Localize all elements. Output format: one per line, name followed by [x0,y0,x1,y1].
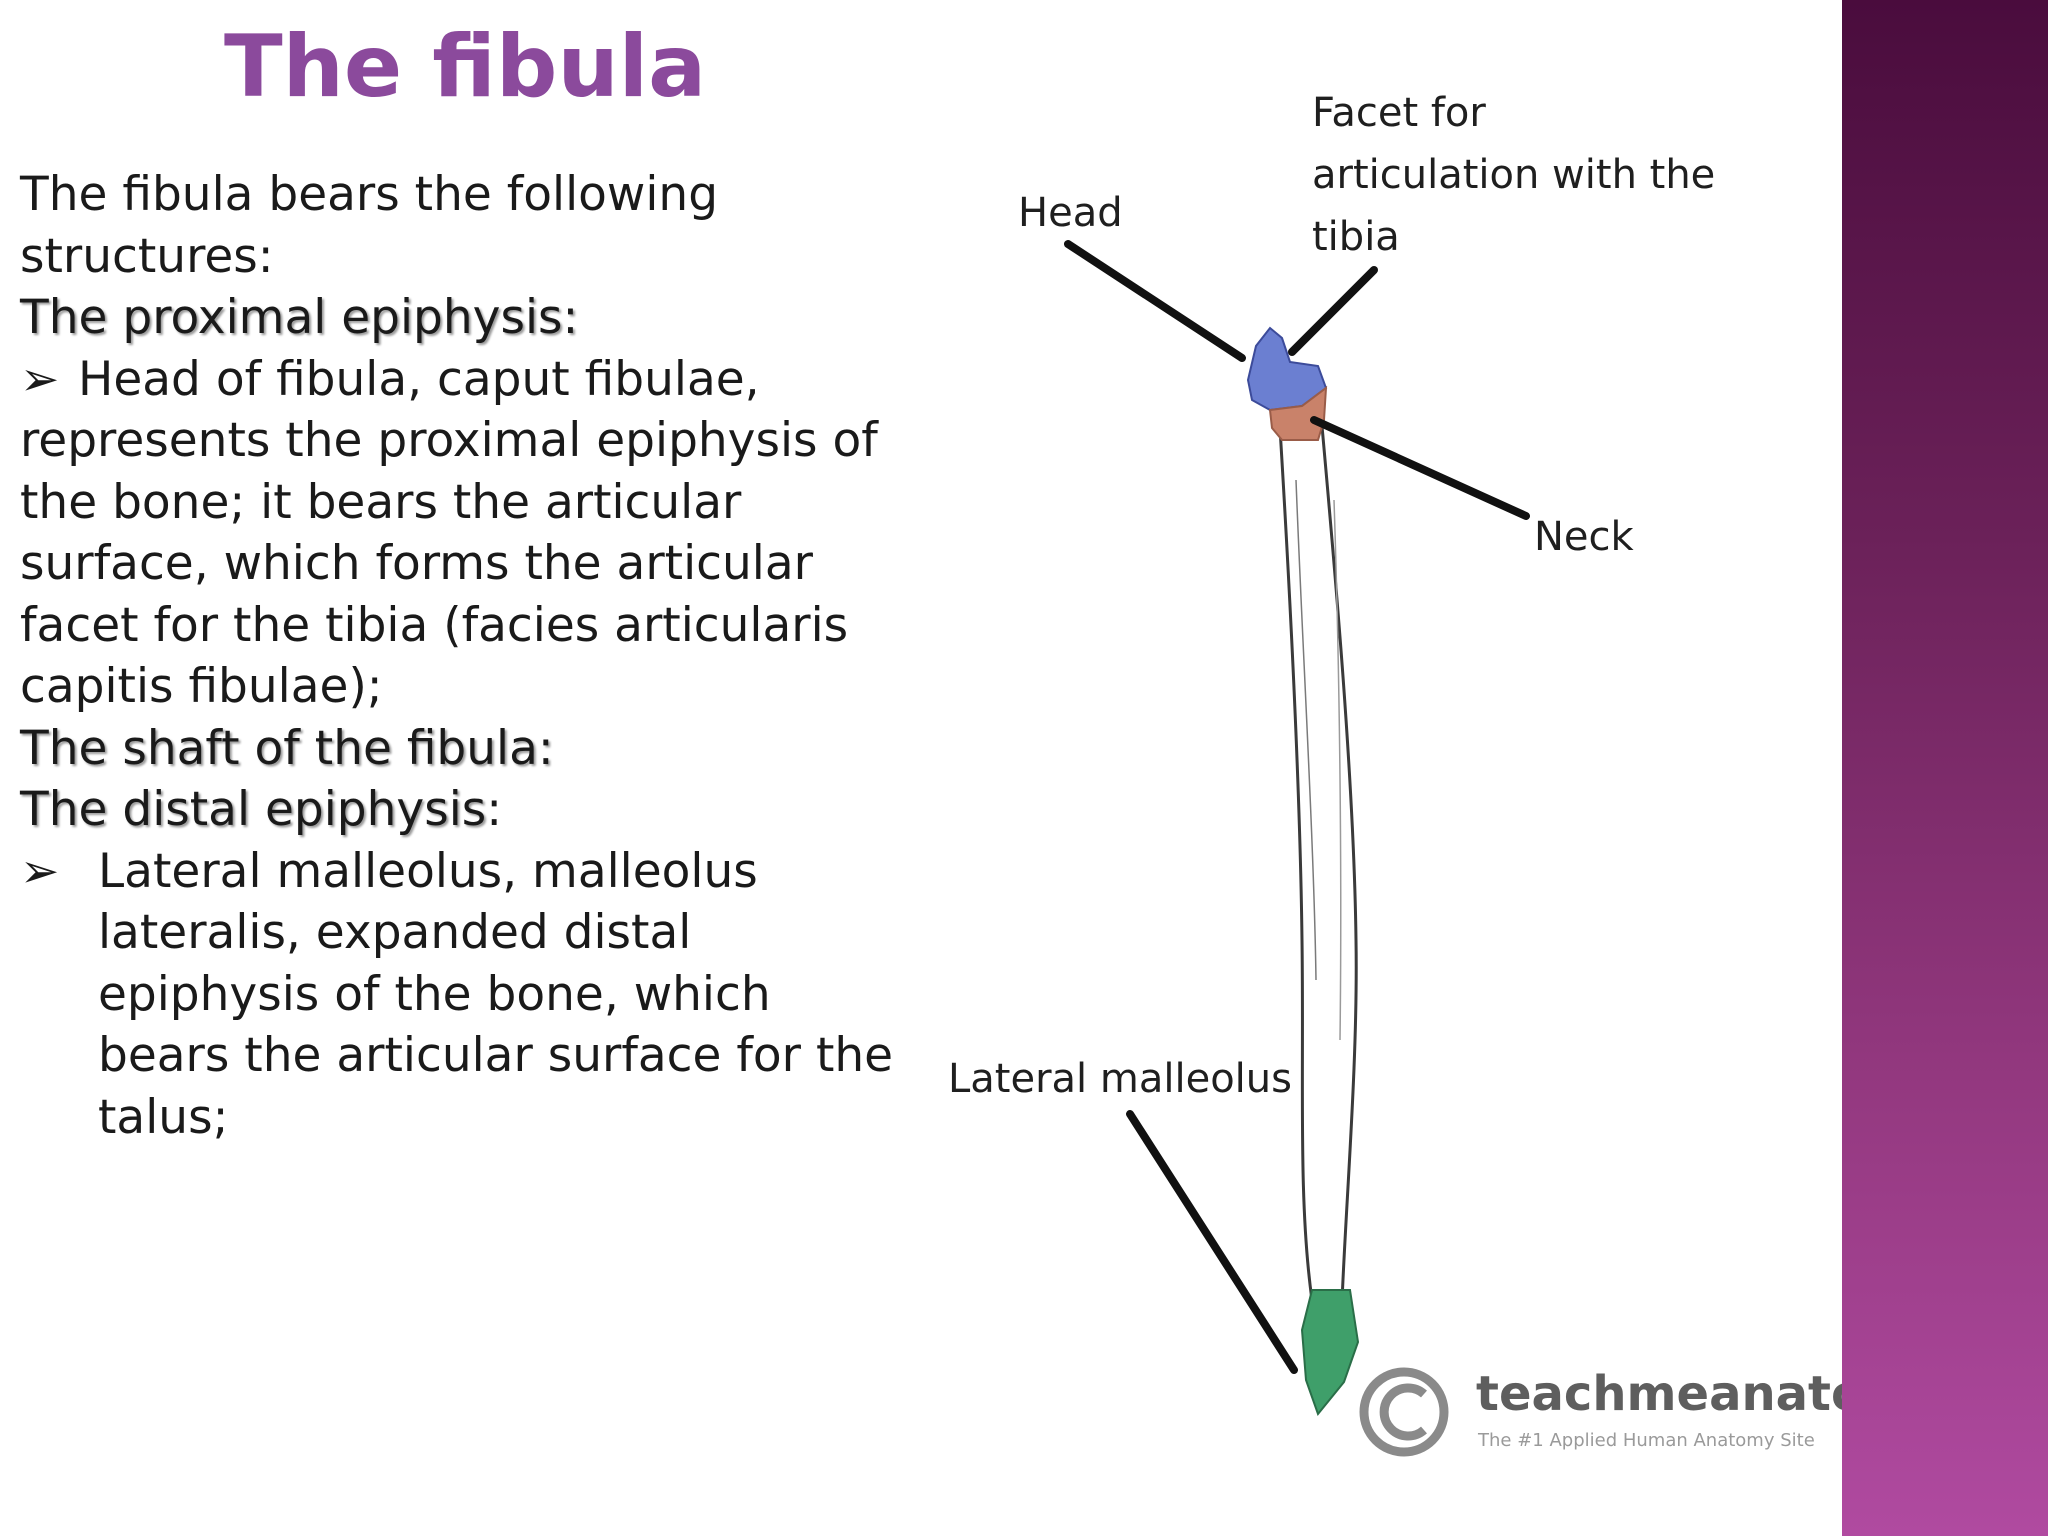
shaft-heading: The shaft of the fibula: [20,720,554,776]
fibula-shaft [1278,424,1358,1304]
facet-label-line1: Facet for [1312,90,1486,136]
slide-title: The fibula [224,17,707,117]
distal-heading-colon: : [486,782,503,837]
neck-label: Neck [1534,514,1635,560]
shaft-shading-line [1295,479,1317,981]
watermark-tagline: The #1 Applied Human Anatomy Site [1477,1430,1815,1451]
facet-label-line2: articulation with the [1312,152,1715,198]
head-leader-line [1064,240,1246,362]
neck-leader-line [1310,416,1530,520]
distal-epiphysis-heading: The distal epiphysis [20,782,487,837]
fibula-head [1246,326,1328,412]
shaft-shading-line [1333,499,1342,1041]
intro-text: The fibula bears the following structure… [20,167,719,284]
lateral-malleolus-label: Lateral malleolus [948,1056,1292,1102]
copyright-icon-c [1379,1383,1427,1441]
watermark-brand: teachmeanatomy [1476,1366,1842,1422]
distal-bullet-text: Lateral malleolus, malleolus lateralis, … [98,843,894,1145]
head-label: Head [1018,190,1123,236]
teachmeanatomy-watermark: teachmeanatomy The #1 Applied Human Anat… [1359,1366,1842,1457]
slide-body: The fibula bears the following structure… [20,164,900,1148]
facet-leader-line [1288,266,1378,356]
fibula-neck [1268,385,1328,441]
bullet-arrow-icon: ➢ [20,843,60,899]
distal-bullet-item: ➢ Lateral malleolus, malleolus lateralis… [20,841,900,1149]
copyright-icon [1359,1367,1449,1457]
malleolus-leader-line [1126,1110,1298,1374]
lateral-malleolus-shape [1300,1289,1360,1417]
decorative-side-band [1842,0,2048,1536]
proximal-bullet-item: ➢Head of fibula, caput fibulae, represen… [20,349,900,718]
fibula-diagram: Head Facet for articulation with the tib… [948,90,1842,1457]
proximal-epiphysis-heading: The proximal epiphysis: [20,290,579,345]
bullet-arrow-icon: ➢ [20,351,60,407]
facet-label-line3: tibia [1312,214,1400,260]
distal-heading-line: The distal epiphysis: [20,779,900,841]
proximal-bullet-text: Head of fibula, caput fibulae, represent… [20,351,878,715]
